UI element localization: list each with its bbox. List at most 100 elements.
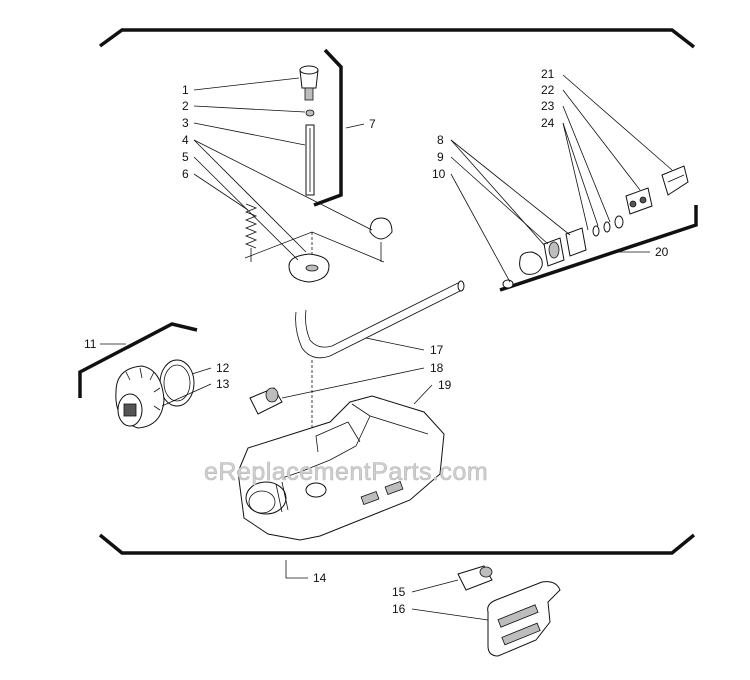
callout-18: 18: [430, 361, 444, 375]
part-22-hole-a: [629, 200, 637, 208]
part-18-filter: [249, 387, 283, 415]
callout-4: 4: [182, 133, 189, 147]
fuel-line-17: [295, 280, 465, 436]
part-24-ring: [614, 215, 624, 229]
part-10-weight: [519, 251, 543, 275]
leader-8: [450, 139, 571, 236]
part-21-clip-slot: [667, 174, 685, 183]
top-bracket: [98, 28, 696, 49]
fuel-line-inner: [305, 281, 461, 348]
callout-3: 3: [182, 116, 189, 130]
callout-1: 1: [182, 83, 189, 97]
part-22-hole-b: [639, 196, 647, 204]
tank-slot-a: [360, 490, 380, 506]
part-23-ring-b: [603, 221, 611, 233]
callout-6: 6: [182, 167, 189, 181]
callout-20: 20: [655, 245, 669, 259]
callout-21: 21: [541, 67, 555, 81]
leader-22: [562, 89, 641, 191]
leader-13: [161, 383, 212, 407]
leader-21: [562, 74, 673, 171]
callout-22: 22: [541, 83, 555, 97]
leader-23: [562, 105, 611, 223]
leader-10: [450, 173, 511, 283]
callout-9: 9: [437, 150, 444, 164]
part-8-housing: [565, 227, 587, 257]
part-15-pad-end: [479, 566, 493, 578]
part-22-body: [625, 187, 653, 215]
leader-1: [193, 77, 300, 91]
leader-9: [450, 156, 549, 245]
leader-18: [281, 367, 425, 399]
leader-4: [193, 139, 373, 231]
leader-3: [193, 122, 306, 146]
callout-5: 5: [182, 150, 189, 164]
tank-well: [315, 421, 361, 453]
vent-assembly: [244, 65, 393, 283]
leader-12: [191, 367, 212, 375]
part-12-gasket-inner: [163, 364, 191, 402]
part-6-spring: [244, 203, 258, 249]
leader-4b: [193, 139, 307, 253]
assembly-brackets: [78, 28, 698, 555]
part-16-slot-a: [497, 604, 539, 628]
leader-16: [411, 608, 489, 621]
callout-12: 12: [216, 361, 230, 375]
tank-rim: [281, 403, 429, 479]
part-9-filter-face: [548, 241, 560, 259]
leader-17: [365, 337, 425, 351]
part-18-end: [265, 387, 279, 403]
tank-body: [237, 395, 445, 541]
callout-19: 19: [438, 378, 452, 392]
callout-11: 11: [84, 337, 97, 351]
callout-16: 16: [392, 602, 406, 616]
part-10-nub: [502, 279, 514, 289]
leader-8b: [450, 139, 546, 247]
leader-19: [413, 384, 433, 405]
callout-14: 14: [313, 571, 327, 585]
part-4-ball: [369, 217, 393, 240]
callout-23: 23: [541, 99, 555, 113]
part-21-clip: [661, 165, 689, 196]
callout-8: 8: [437, 133, 444, 147]
fuel-line-end: [457, 280, 465, 292]
part-16-plate: [487, 581, 561, 657]
bracket-20: [499, 205, 698, 292]
tank-outlet: [305, 482, 327, 498]
fuel-line-outer: [295, 289, 463, 359]
leader-15: [411, 579, 459, 593]
leader-lines: [100, 74, 673, 621]
bracket-11: [78, 322, 198, 398]
part-1-stem: [304, 87, 314, 101]
part-1-cap-top: [299, 65, 319, 75]
leader-2: [193, 105, 306, 113]
bottom-bracket: [98, 533, 696, 555]
part-13-cap-tab: [123, 403, 137, 417]
callout-24: 24: [541, 116, 555, 130]
callout-13: 13: [216, 377, 230, 391]
fuel-cap-assembly: [115, 359, 195, 429]
leader-24a: [562, 122, 599, 227]
leader-14: [285, 560, 308, 579]
tank-slot-b: [384, 480, 404, 496]
callout-labels: 1 2 3 4 5 6 7 8 9 10 11 12 13 14 15 16 1…: [84, 67, 669, 616]
leader-24b: [562, 122, 589, 231]
lower-parts: [457, 565, 561, 657]
callout-10: 10: [432, 167, 446, 181]
callout-7: 7: [369, 117, 376, 131]
part-2-washer: [305, 109, 315, 117]
part-19-fuel-tank: [237, 395, 445, 541]
bracket-7: [313, 48, 343, 207]
leader-6: [193, 173, 249, 211]
part-23-ring-a: [592, 225, 600, 237]
callout-15: 15: [392, 585, 406, 599]
part-5-hole: [305, 264, 319, 272]
callout-17: 17: [430, 343, 444, 357]
filter-assembly: [502, 165, 689, 289]
tank-neck-threads: [275, 481, 289, 513]
watermark-text: eReplacementParts.com: [204, 458, 488, 486]
callout-2: 2: [182, 99, 189, 113]
part-13-cap-ribs: [125, 367, 161, 411]
tank-filler-neck: [245, 481, 287, 515]
